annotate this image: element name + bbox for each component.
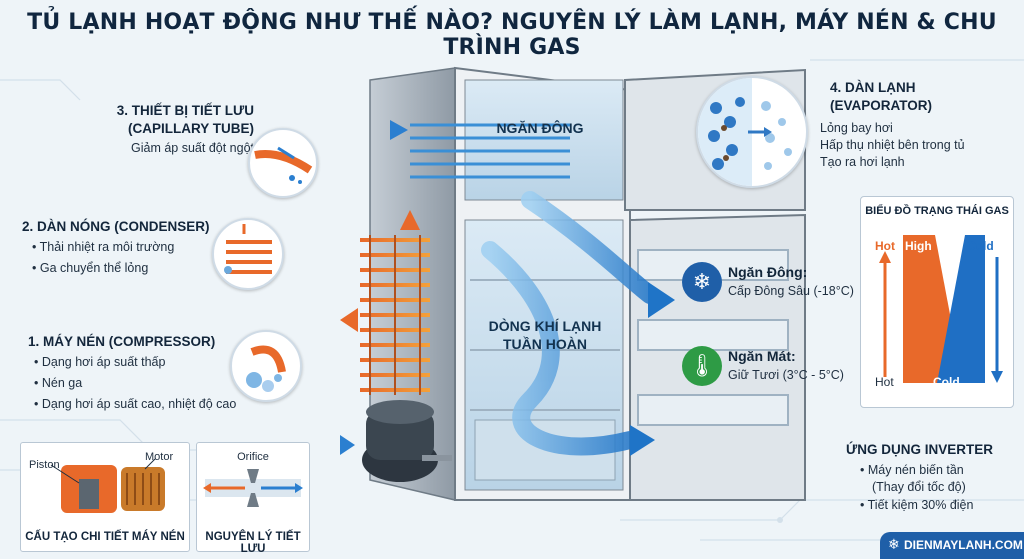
compressor-icon [230,330,302,402]
chart-hot-bottom-label: Hot [875,375,894,389]
fridge-info-title: Ngăn Mát: [728,348,796,364]
compressor-detail-box: Piston Motor CẤU TẠO CHI TIẾT MÁY NÉN [20,442,190,552]
brand-badge[interactable]: ❄ DIENMAYLANH.COM [880,532,1024,559]
step2-item-1: Thải nhiệt ra môi trường [32,239,175,256]
thermometer-icon: 🌡 [682,346,722,386]
step3-description: Giảm áp suất đột ngột [131,141,254,155]
freezer-info-desc: Cấp Đông Sâu (-18°C) [728,284,854,298]
throttle-detail-box: Orifice NGUYÊN LÝ TIẾT LƯU [196,442,310,555]
orifice-label: Orifice [237,451,269,463]
airflow-label-line1: DÒNG KHÍ LẠNH [488,318,602,334]
freezer-info-title: Ngăn Đông: [728,264,808,280]
condenser-icon [212,218,284,290]
step4-title-line2: (EVAPORATOR) [830,98,933,113]
step3-title-line2: (CAPILLARY TUBE) [128,121,254,136]
gas-state-chart: BIỂU ĐỒ TRẠNG THÁI GAS Hot High Cold Hot… [860,196,1014,408]
snowflake-icon: ❄ [682,262,722,302]
step1-item-3: Dạng hơi áp suất cao, nhiệt độ cao [34,396,236,413]
step4-title-line1: 4. DÀN LẠNH [830,80,916,95]
chart-hot-top-label: Hot [875,239,895,253]
step4-item-3: Tạo ra hơi lạnh [820,155,905,169]
motor-label: Motor [145,451,174,463]
step1-title: 1. MÁY NÉN (COMPRESSOR) [28,334,216,349]
gas-state-chart-title: BIỂU ĐỒ TRẠNG THÁI GAS [865,205,1009,217]
step4-item-1: Lỏng bay hơi [820,121,893,135]
page-title: TỦ LẠNH HOẠT ĐỘNG NHƯ THẾ NÀO? NGUYÊN LÝ… [27,10,997,60]
brand-name: DIENMAYLANH.COM [904,538,1023,552]
inverter-title: ỨNG DỤNG INVERTER [846,442,993,457]
compressor-detail-caption: CẤU TẠO CHI TIẾT MÁY NÉN [25,531,185,543]
step3-title-line1: 3. THIẾT BỊ TIẾT LƯU [116,103,254,118]
chart-cold-top-label: Cold [967,239,994,253]
inverter-item-2: (Thay đổi tốc độ) [872,480,966,494]
fridge-illustration [340,66,806,501]
inverter-item-1: Máy nén biến tần [860,462,964,479]
throttle-detail-caption: NGUYÊN LÝ TIẾT LƯU [205,531,301,555]
chart-high-label: High [905,239,932,253]
chart-cold-bottom-label: Cold [933,375,960,389]
inverter-item-3: Tiết kiệm 30% điện [860,497,974,514]
step4-item-2: Hấp thụ nhiệt bên trong tủ [820,138,965,152]
step2-title: 2. DÀN NÓNG (CONDENSER) [22,219,210,234]
evaporator-molecules-icon [696,76,808,188]
piston-label: Piston [29,459,60,471]
step2-item-2: Ga chuyển thể lỏng [32,260,148,277]
brand-snowflake-icon: ❄ [888,536,900,552]
freezer-compartment-label: NGĂN ĐÔNG [496,120,584,136]
capillary-tube-icon [248,128,318,198]
fridge-info-desc: Giữ Tươi (3°C - 5°C) [728,368,844,382]
step1-item-1: Dạng hơi áp suất thấp [34,354,166,371]
airflow-label-line2: TUẦN HOÀN [503,336,587,352]
step1-item-2: Nén ga [34,375,82,392]
